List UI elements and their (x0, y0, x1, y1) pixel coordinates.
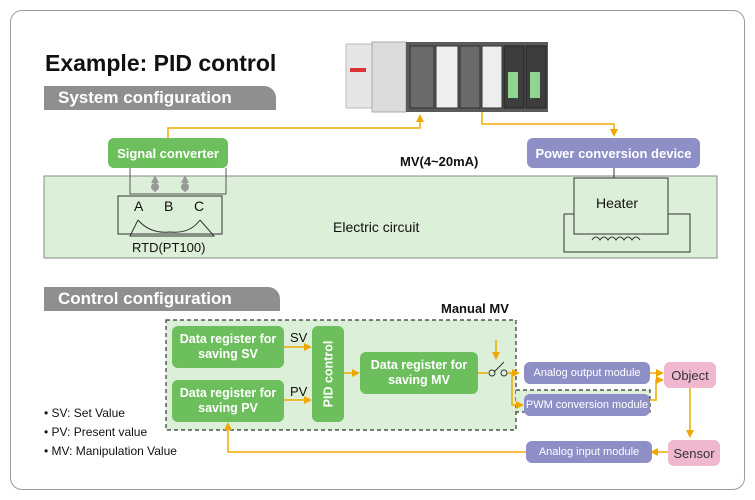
manual-mv-label: Manual MV (441, 301, 509, 316)
power-conversion-box: Power conversion device (527, 138, 700, 168)
legend: • SV: Set Value • PV: Present value • MV… (44, 404, 177, 461)
sv-label: SV (290, 330, 308, 345)
legend-sv: • SV: Set Value (44, 406, 125, 420)
object-box: Object (664, 362, 716, 388)
legend-mv: • MV: Manipulation Value (44, 444, 177, 458)
plc-rack-image (345, 41, 548, 113)
rtd-label: RTD(PT100) (132, 240, 206, 255)
heater-label: Heater (596, 195, 639, 211)
system-configuration-header: System configuration (44, 86, 276, 110)
analog-input-module: Analog input module (526, 441, 652, 463)
legend-pv: • PV: Present value (44, 425, 148, 439)
signal-converter-box: Signal converter (108, 138, 228, 168)
pid-control-box: PID control (312, 326, 344, 422)
mv-range-label: MV(4~20mA) (400, 154, 479, 169)
terminal-a: A (134, 198, 144, 214)
pwm-conversion-module: PWM conversion module (524, 394, 650, 416)
pv-label: PV (290, 384, 308, 399)
analog-output-module: Analog output module (524, 362, 650, 384)
terminal-b: B (164, 198, 174, 214)
pid-control-label: PID control (321, 340, 336, 408)
electric-circuit-label: Electric circuit (333, 219, 420, 235)
terminal-c: C (194, 198, 205, 214)
sv-register-box: Data register for saving SV (172, 326, 284, 368)
mv-register-box: Data register for saving MV (360, 352, 478, 394)
page-title: Example: PID control (45, 50, 277, 76)
sensor-box: Sensor (668, 440, 720, 466)
pv-register-box: Data register for saving PV (172, 380, 284, 422)
control-configuration-header: Control configuration (44, 287, 280, 311)
